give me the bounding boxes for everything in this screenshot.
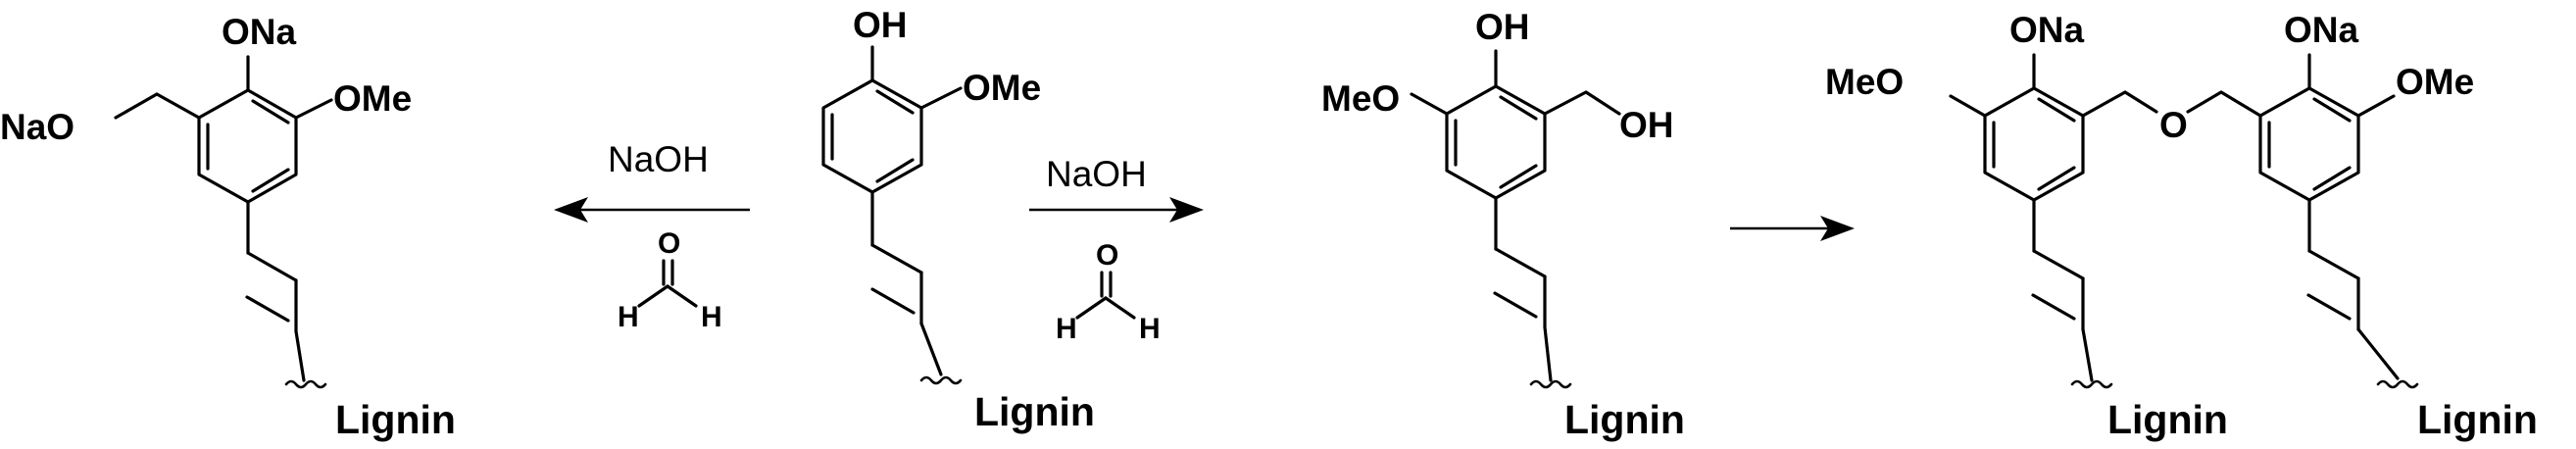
label-h: H bbox=[701, 301, 722, 333]
benzene-ring bbox=[821, 78, 923, 194]
chain-bond bbox=[246, 251, 298, 282]
label-h: H bbox=[1139, 313, 1161, 345]
chain-double-bond bbox=[2031, 293, 2076, 321]
bond-ch2-o-left bbox=[2123, 90, 2158, 114]
label-ona: ONa bbox=[222, 12, 297, 52]
label-lignin: Lignin bbox=[2417, 397, 2538, 442]
label-h: H bbox=[1056, 313, 1077, 345]
label-o: O bbox=[1096, 239, 1118, 272]
ring-double-bond bbox=[2037, 166, 2076, 191]
bond-to-meo bbox=[1410, 92, 1449, 116]
chain-double-bond bbox=[245, 295, 290, 323]
structure-hydroxymethyl-product: OH MeO OH Lignin bbox=[1321, 7, 1685, 442]
label-ome: OMe bbox=[333, 78, 412, 119]
ring-double-bond bbox=[875, 89, 915, 115]
chain-double-bond bbox=[870, 287, 916, 315]
label-ome: OMe bbox=[2396, 62, 2474, 102]
ch-bond bbox=[637, 284, 669, 308]
ch-bond bbox=[1104, 296, 1136, 320]
formaldehyde: O H H bbox=[1056, 239, 1161, 345]
bond-ch2-oh bbox=[1584, 90, 1621, 116]
ring-double-bond bbox=[2312, 166, 2352, 191]
bond-ch2-o bbox=[114, 92, 159, 120]
bond-ch2-left bbox=[2081, 90, 2127, 118]
chain-double-bond bbox=[1493, 291, 1538, 319]
label-lignin: Lignin bbox=[335, 397, 456, 442]
label-ether-o: O bbox=[2159, 105, 2188, 145]
ring-double-bond bbox=[1499, 164, 1538, 189]
chain-bond bbox=[294, 329, 306, 382]
label-lignin: Lignin bbox=[2107, 397, 2228, 442]
wavy-bond bbox=[2070, 379, 2113, 389]
reaction-arrow-right: NaOH O H H bbox=[1029, 154, 1204, 345]
chain-bond bbox=[919, 322, 943, 376]
ring-double-bond bbox=[2037, 97, 2076, 123]
chain-bond bbox=[2081, 327, 2094, 382]
structure-dibenzyl-ether-dimer: O ONa MeO ONa OMe Lignin Lignin bbox=[1825, 10, 2538, 442]
wavy-bond bbox=[284, 379, 327, 389]
label-nao: NaO bbox=[0, 107, 74, 147]
reagent-naoh: NaOH bbox=[1046, 154, 1147, 194]
arrow-head bbox=[1169, 197, 1204, 223]
label-lignin: Lignin bbox=[974, 389, 1095, 434]
structure-guaiacyl-starting: OH OMe Lignin bbox=[821, 5, 1095, 434]
label-ona: ONa bbox=[2284, 10, 2359, 50]
wavy-bond bbox=[1529, 379, 1572, 389]
arrow-head bbox=[554, 197, 588, 223]
label-lignin: Lignin bbox=[1564, 397, 1685, 442]
chain-bond bbox=[870, 243, 923, 274]
reagent-naoh: NaOH bbox=[608, 139, 709, 179]
label-meo: MeO bbox=[1825, 62, 1904, 102]
bond-to-ome bbox=[2356, 94, 2396, 118]
reaction-arrow-right-plain bbox=[1730, 216, 1855, 241]
chain-bond bbox=[1543, 325, 1553, 382]
label-o: O bbox=[658, 227, 680, 260]
bond-to-ome bbox=[294, 98, 333, 120]
chain-bond bbox=[2307, 249, 2360, 280]
label-oh: OH bbox=[1619, 105, 1674, 145]
bond-ch2 bbox=[155, 92, 201, 120]
bond-ch2-right bbox=[2219, 90, 2262, 118]
formaldehyde: O H H bbox=[618, 227, 722, 333]
label-ome: OMe bbox=[963, 68, 1041, 108]
chain-bond bbox=[2032, 249, 2085, 280]
bond-ch2 bbox=[1543, 90, 1588, 116]
structure-sodium-phenoxide-methoxide: ONa OMe NaO Lignin bbox=[0, 12, 456, 442]
ring-double-bond bbox=[875, 158, 915, 183]
arrow-head bbox=[1820, 216, 1855, 241]
ring-double-bond bbox=[251, 99, 290, 125]
benzene-ring-right bbox=[2258, 86, 2360, 202]
wavy-bond bbox=[2376, 379, 2419, 389]
ch-bond bbox=[1075, 296, 1108, 320]
label-oh: OH bbox=[853, 5, 908, 45]
label-meo: MeO bbox=[1321, 78, 1400, 119]
bond-to-ome bbox=[919, 86, 963, 110]
label-ona: ONa bbox=[2009, 10, 2085, 50]
benzene-ring-left bbox=[1983, 86, 2085, 202]
reaction-arrow-left: NaOH O H H bbox=[554, 139, 750, 333]
wavy-bond bbox=[919, 375, 963, 385]
benzene-ring bbox=[1445, 84, 1547, 200]
bond-ch2-o-right bbox=[2186, 90, 2223, 114]
chain-bond bbox=[1494, 247, 1547, 278]
ring-double-bond bbox=[1499, 95, 1538, 121]
ring-double-bond bbox=[251, 168, 290, 193]
chain-double-bond bbox=[2306, 293, 2352, 321]
bond-to-meo bbox=[1949, 94, 1987, 118]
ch-bond bbox=[666, 284, 698, 308]
label-h: H bbox=[618, 301, 639, 333]
ring-double-bond bbox=[2312, 97, 2352, 123]
benzene-ring bbox=[197, 88, 298, 204]
label-oh: OH bbox=[1475, 7, 1530, 47]
chain-bond bbox=[2356, 327, 2400, 380]
